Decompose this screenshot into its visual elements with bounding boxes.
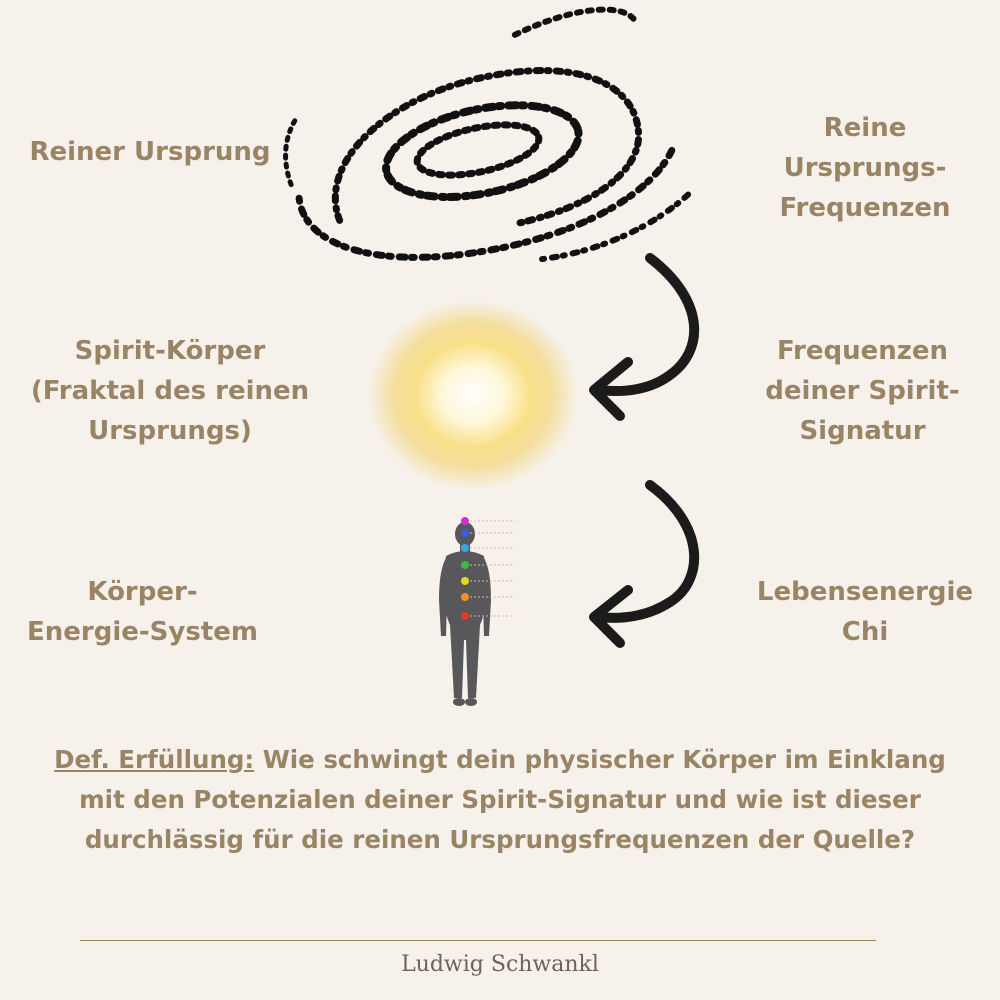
- label-spirit-body: Spirit-Körper (Fraktal des reinen Urspru…: [20, 331, 320, 451]
- label-pure-origin: Reiner Ursprung: [20, 132, 280, 172]
- galaxy-spiral-icon: [283, 6, 695, 263]
- label-line: Frequenzen: [776, 336, 949, 366]
- label-line: deiner Spirit-: [765, 376, 960, 406]
- chakra-heart: [461, 561, 469, 569]
- chakra-root: [461, 612, 469, 620]
- definition-text: Def. Erfüllung: Wie schwingt dein physis…: [40, 740, 960, 860]
- label-line: Ursprungs): [88, 416, 252, 446]
- label-line: Spirit-Körper: [74, 336, 266, 366]
- chakra-crown: [461, 517, 469, 525]
- label-line: Körper-: [87, 577, 198, 607]
- sun-glow-icon: [368, 300, 578, 490]
- chakra-third-eye: [461, 529, 469, 537]
- label-line: (Fraktal des reinen: [30, 376, 310, 406]
- label-line: Lebensenergie: [756, 577, 974, 607]
- label-line: Energie-System: [27, 617, 258, 647]
- label-pure-origin-frequencies: Reine Ursprungs- Frequenzen: [740, 108, 990, 228]
- author-name: Ludwig Schwankl: [401, 952, 599, 977]
- curved-arrow-icon: [589, 480, 700, 648]
- human-body-chakra-icon: [439, 517, 515, 706]
- label-line: Ursprungs-: [783, 153, 947, 183]
- curved-arrow-icon: [589, 253, 700, 421]
- definition-term: Def. Erfüllung:: [54, 745, 255, 774]
- label-line: Reine: [823, 113, 907, 143]
- chakra-sacral: [461, 593, 469, 601]
- label-body-energy-system: Körper- Energie-System: [15, 572, 270, 652]
- label-line: Frequenzen: [779, 193, 951, 223]
- label-line: Signatur: [799, 416, 926, 446]
- definition-body: Wie schwingt dein physischer Körper im E…: [79, 745, 946, 854]
- chakra-throat: [461, 544, 469, 552]
- chakra-solar-plexus: [461, 577, 469, 585]
- label-spirit-frequencies: Frequenzen deiner Spirit- Signatur: [735, 331, 990, 451]
- divider: [80, 940, 876, 941]
- label-pure-origin-text: Reiner Ursprung: [29, 137, 271, 167]
- label-life-energy: Lebensenergie Chi: [740, 572, 990, 652]
- label-line: Chi: [841, 617, 889, 647]
